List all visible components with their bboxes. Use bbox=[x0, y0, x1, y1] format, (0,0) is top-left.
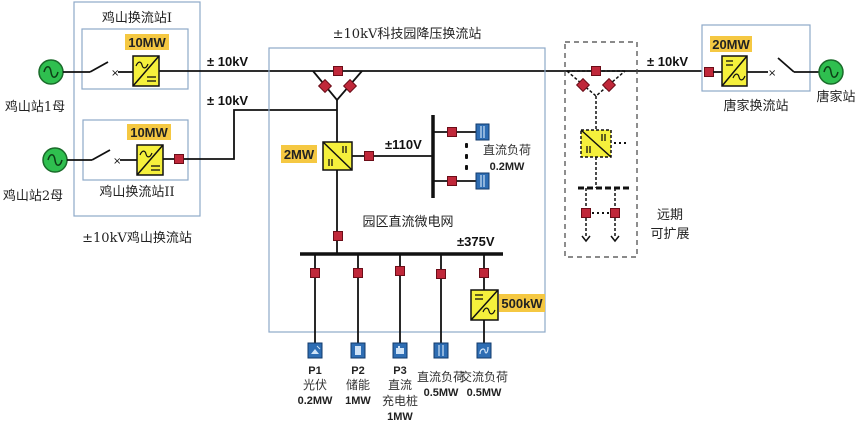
ac-dc-converter-icon bbox=[132, 55, 160, 87]
microgrid-branches: P1光伏0.2MWP2储能1MWP3直流充电桩1MW直流负荷0.5MW交流负荷0… bbox=[298, 254, 508, 423]
jishan-station-group: 鸡山换流站I 10MW 10MW 鸡山换流站II ±10kV鸡山换流站 鸡山站1… bbox=[3, 1, 201, 246]
dc-load-icon bbox=[475, 172, 490, 190]
jishan-outer-box bbox=[73, 1, 201, 217]
expansion-group: 远期 可扩展 bbox=[564, 41, 690, 258]
keji-station-group: ±10kV科技园降压换流站 2MW ±110V bbox=[268, 27, 546, 423]
branch-name: 直流负荷 bbox=[417, 370, 465, 384]
breaker-switch-icon bbox=[89, 61, 109, 73]
expansion-label-1: 远期 bbox=[657, 208, 683, 223]
node-icon bbox=[364, 151, 374, 161]
dc-load-110-label: 直流负荷 bbox=[483, 143, 531, 157]
generator-icon bbox=[818, 59, 844, 85]
arrow-down-icon bbox=[610, 235, 620, 243]
node-icon bbox=[479, 268, 489, 278]
keji-converter-power: 2MW bbox=[284, 147, 315, 162]
dc-dc-converter-future-icon bbox=[580, 129, 612, 158]
jishan-station1-power: 10MW bbox=[128, 35, 166, 50]
expansion-label-2: 可扩展 bbox=[650, 227, 689, 242]
inverter-power: 500kW bbox=[501, 296, 543, 311]
node-icon bbox=[447, 127, 457, 137]
branch-power: 0.5MW bbox=[467, 387, 502, 399]
bus1-voltage-label: ± 10kV bbox=[207, 54, 248, 69]
node-icon bbox=[610, 208, 620, 218]
ellipsis-dots-icon bbox=[465, 143, 468, 170]
branch-load-3: 直流负荷 0.5MW bbox=[417, 254, 465, 399]
branch-name: 交流负荷 bbox=[460, 369, 508, 384]
branch-name: 储能 bbox=[346, 377, 370, 392]
breaker-switch-icon bbox=[91, 149, 111, 161]
jishan-station-label: ±10kV鸡山换流站 bbox=[82, 230, 192, 246]
solar-icon bbox=[307, 342, 323, 359]
bus-375v-label: ±375V bbox=[457, 234, 495, 249]
keji-station-title: ±10kV科技园降压换流站 bbox=[333, 27, 482, 42]
dc-dc-converter-icon bbox=[322, 141, 353, 171]
power-badge-bg bbox=[281, 145, 317, 163]
dc-ac-inverter-icon bbox=[470, 289, 499, 321]
branch-id: P1 bbox=[308, 365, 321, 377]
bus2-line bbox=[163, 109, 337, 160]
branch-power: 0.5MW bbox=[424, 387, 459, 399]
expansion-dashed-box bbox=[564, 41, 638, 258]
dc-load-icon bbox=[475, 123, 490, 141]
jishan-station2-box bbox=[82, 119, 189, 181]
branch-name: 充电桩 bbox=[382, 393, 418, 408]
node-icon bbox=[310, 268, 320, 278]
keji-station-box bbox=[268, 47, 546, 333]
branch-power: 1MW bbox=[387, 411, 413, 423]
jishan-station1-box bbox=[81, 28, 189, 90]
branch-name: 直流 bbox=[388, 378, 412, 392]
node-icon bbox=[333, 231, 343, 241]
tangjia-bus-voltage: ± 10kV bbox=[647, 54, 688, 69]
branch-power: 1MW bbox=[345, 395, 371, 407]
breaker-x-icon: × bbox=[113, 156, 121, 167]
tangjia-power: 20MW bbox=[712, 37, 750, 52]
node-icon bbox=[591, 66, 601, 76]
dc-ac-converter-icon bbox=[721, 55, 748, 87]
dc-load-icon bbox=[433, 342, 449, 359]
arrow-down-icon bbox=[581, 235, 591, 243]
ac-load-icon bbox=[476, 342, 492, 359]
power-badge-bg bbox=[499, 294, 545, 312]
branch-power: 0.2MW bbox=[298, 395, 333, 407]
branch-id: P2 bbox=[351, 365, 364, 377]
jishan-station1-name: 鸡山换流站I bbox=[102, 10, 172, 26]
tangjia-source-label: 唐家站 bbox=[816, 89, 855, 105]
node-icon bbox=[704, 67, 714, 77]
branch-name: 光伏 bbox=[303, 378, 327, 392]
node-icon bbox=[395, 266, 405, 276]
charger-icon bbox=[392, 342, 408, 359]
node-icon bbox=[333, 66, 343, 76]
node-icon bbox=[174, 154, 184, 164]
power-badge-bg bbox=[127, 124, 171, 140]
breaker-switch-icon bbox=[777, 57, 795, 73]
battery-icon bbox=[350, 342, 366, 359]
generator-icon bbox=[38, 59, 64, 85]
branch-id: P3 bbox=[393, 365, 406, 377]
microgrid-label: 园区直流微电网 bbox=[362, 215, 453, 230]
dc-load-110-power: 0.2MW bbox=[490, 161, 525, 173]
branch-load-4: 交流负荷 0.5MW bbox=[460, 254, 508, 399]
power-badge-bg bbox=[710, 36, 752, 52]
jishan-station2-power: 10MW bbox=[130, 125, 168, 140]
node-icon bbox=[436, 269, 446, 279]
node-icon bbox=[581, 208, 591, 218]
breaker-x-icon: × bbox=[111, 68, 119, 79]
generator-icon bbox=[42, 147, 68, 173]
breaker-x-icon: × bbox=[768, 68, 776, 79]
ac-dc-converter-icon bbox=[136, 144, 164, 176]
node-icon bbox=[447, 176, 457, 186]
node-icon bbox=[353, 268, 363, 278]
jishan-source1-label: 鸡山站1母 bbox=[5, 99, 65, 115]
bus-110v-label: ±110V bbox=[385, 137, 422, 152]
tangjia-station-name: 唐家换流站 bbox=[723, 98, 788, 114]
tangjia-station-box bbox=[701, 24, 811, 92]
tangjia-station-group: ± 10kV 20MW × 唐家换流站 唐家站 bbox=[647, 24, 856, 114]
jishan-station2-name: 鸡山换流站II bbox=[99, 184, 174, 200]
bus2-voltage-label: ± 10kV bbox=[207, 93, 248, 108]
power-badge-bg bbox=[125, 34, 169, 50]
jishan-source2-label: 鸡山站2母 bbox=[3, 188, 63, 204]
